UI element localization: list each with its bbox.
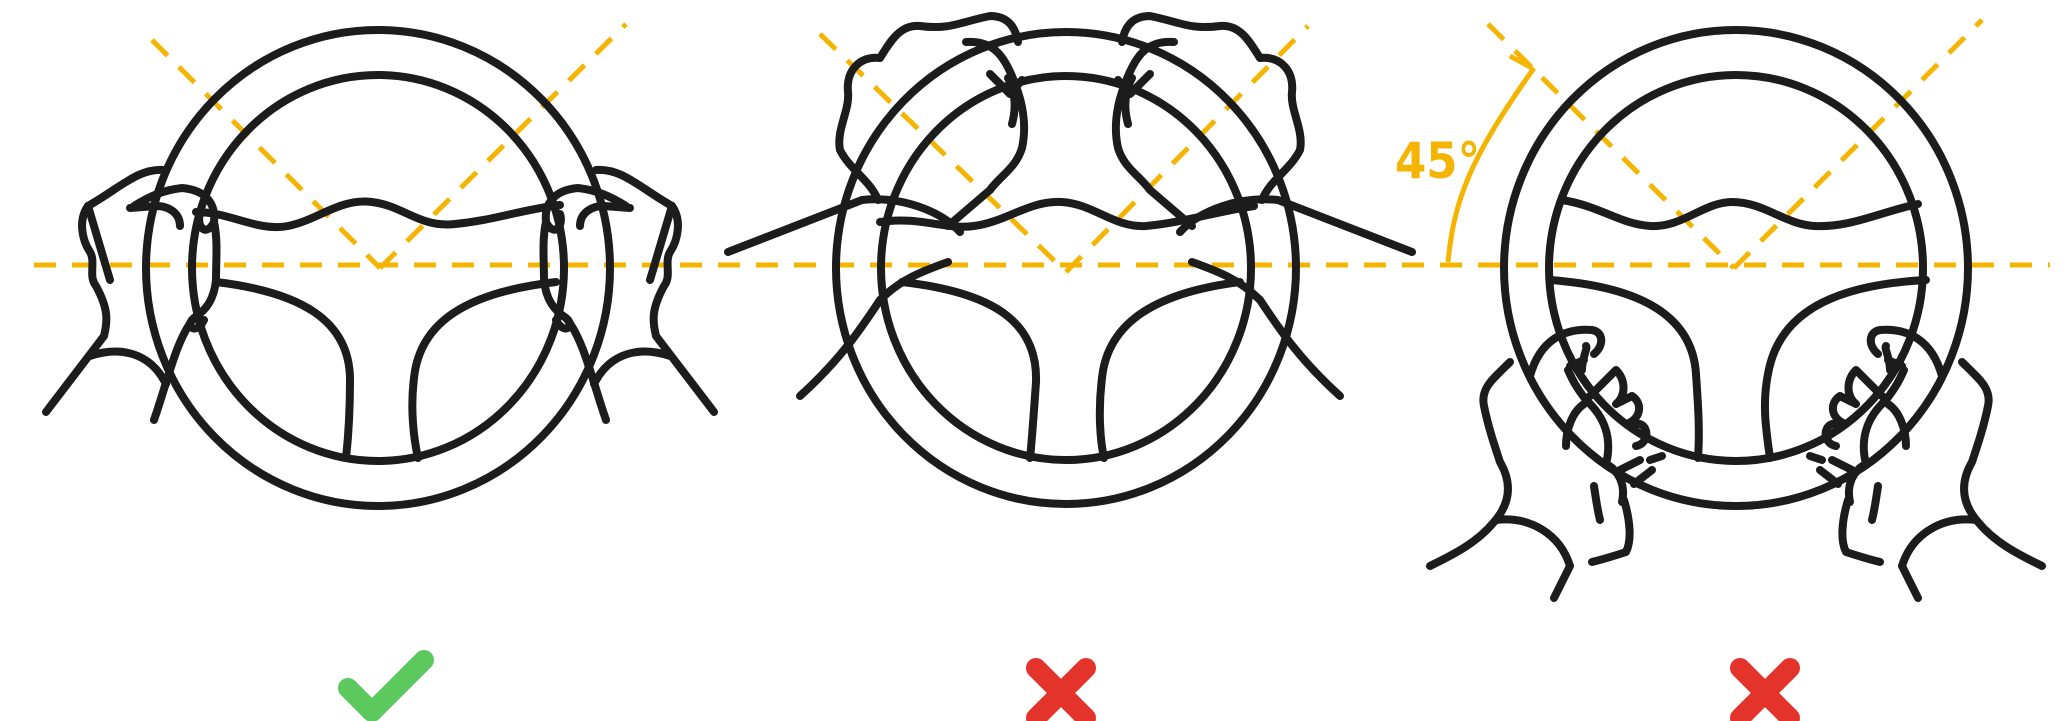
guide-diagonal-left (1488, 24, 1734, 268)
cross-icon (1740, 668, 1790, 718)
wheel-outer-rim (836, 32, 1296, 504)
wheel-hub (216, 282, 556, 458)
check-icon (348, 660, 424, 712)
steering-wheel (836, 32, 1296, 504)
panel-correct-position (46, 24, 714, 506)
right-hand-bottom (1810, 330, 2042, 598)
wheel-top-spoke (1562, 200, 1918, 226)
check-mark-stroke (348, 660, 424, 712)
cross-icon (1036, 668, 1086, 718)
right-hand (544, 170, 715, 420)
left-hand-bottom (1430, 330, 1662, 598)
panel-hands-crossed-top (728, 16, 1412, 504)
wheel-top-spoke (196, 202, 560, 228)
guide-diagonal-right (1734, 20, 1982, 268)
panel-hands-at-bottom: 45° (1395, 20, 2042, 598)
left-arm-crossed (728, 16, 1024, 396)
wheel-hub (902, 282, 1240, 458)
angle-label: 45° (1395, 132, 1480, 190)
guide-diagonal-right (380, 24, 626, 268)
